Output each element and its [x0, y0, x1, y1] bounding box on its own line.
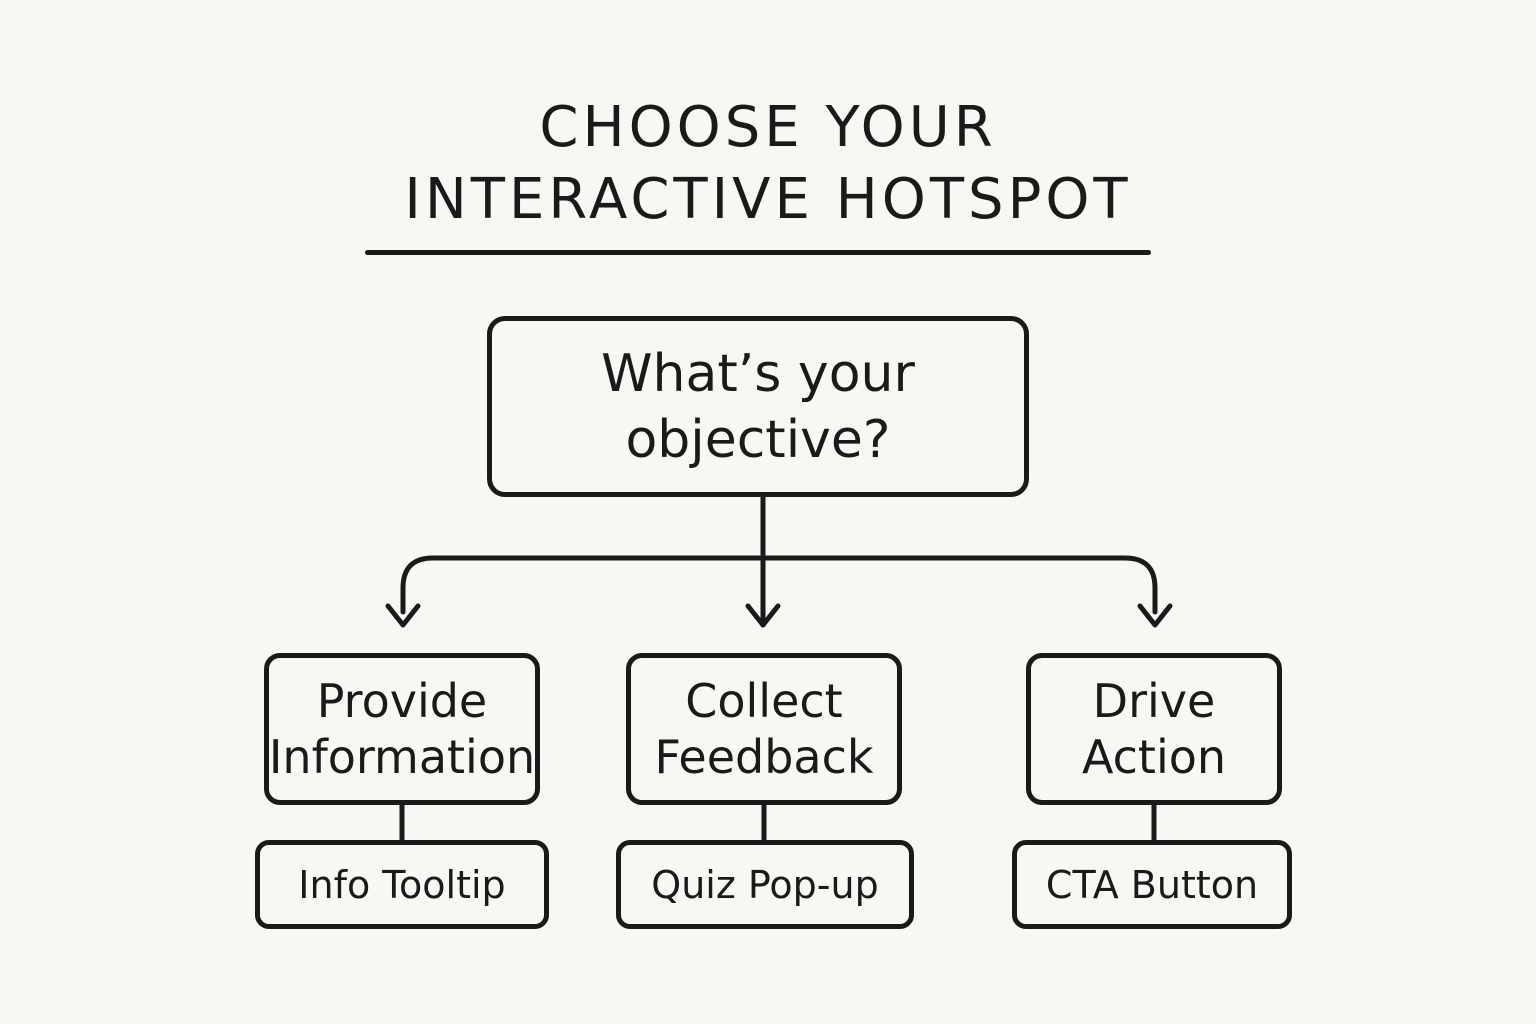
arrowhead-left — [385, 603, 421, 628]
hotspot-label: Quiz Pop-up — [651, 862, 879, 907]
objective-question: What’s your objective? — [601, 343, 915, 470]
hotspot-info-tooltip: Info Tooltip — [255, 840, 549, 929]
branch-connector — [400, 555, 1158, 615]
diagram-title-line-2: INTERACTIVE HOTSPOT — [404, 167, 1132, 232]
objective-label: Provide Information — [268, 674, 536, 784]
objective-label: Drive Action — [1081, 674, 1227, 784]
diagram-title-line-1: CHOOSE YOUR — [539, 95, 997, 160]
objective-drive-action: Drive Action — [1026, 653, 1282, 805]
objective-provide-information: Provide Information — [264, 653, 540, 805]
objective-label: Collect Feedback — [654, 674, 874, 784]
title-underline — [365, 250, 1151, 255]
arrowhead-right — [1137, 603, 1173, 628]
objective-collect-feedback: Collect Feedback — [626, 653, 902, 805]
hotspot-quiz-popup: Quiz Pop-up — [616, 840, 914, 929]
arrowhead-center — [745, 603, 781, 628]
hotspot-label: CTA Button — [1045, 862, 1259, 907]
hotspot-label: Info Tooltip — [298, 862, 506, 907]
objective-question-box: What’s your objective? — [487, 316, 1029, 497]
hotspot-cta-button: CTA Button — [1012, 840, 1292, 929]
